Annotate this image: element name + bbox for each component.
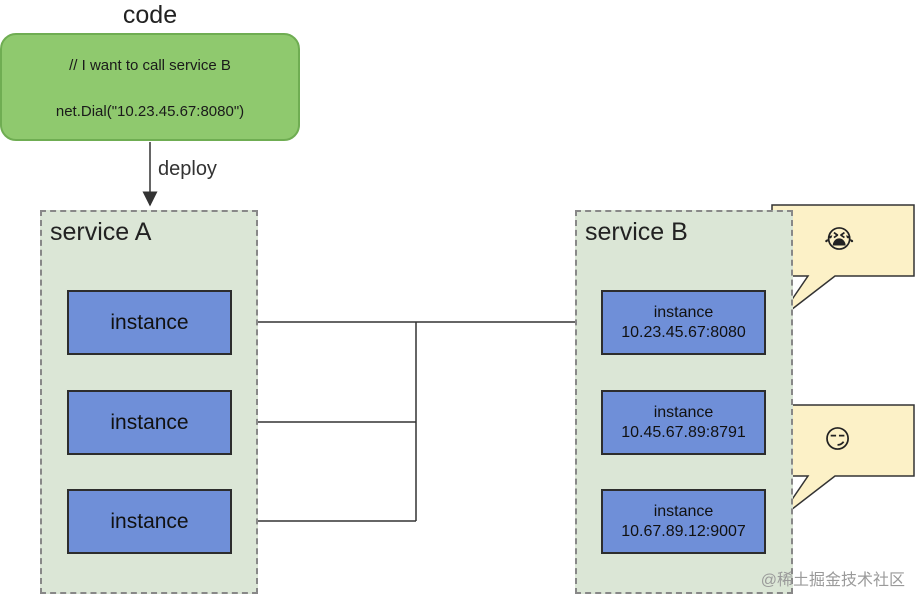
instance-address: 10.45.67.89:8791: [621, 423, 746, 441]
instance-address: 10.67.89.12:9007: [621, 522, 746, 540]
code-box: [0, 33, 300, 141]
instance-label: instance: [653, 303, 714, 321]
service-b-instance: instance 10.67.89.12:9007: [601, 489, 766, 554]
service-b-instance: instance 10.23.45.67:8080: [601, 290, 766, 355]
service-b-instance: instance 10.45.67.89:8791: [601, 390, 766, 455]
speech-bubble: [771, 204, 915, 321]
service-a-instance: instance: [67, 390, 232, 455]
speech-bubble: [771, 404, 915, 521]
code-line-comment: // I want to call service B: [69, 57, 231, 74]
smirking-face-icon: 😏: [824, 424, 852, 454]
crying-face-icon: 😭: [824, 224, 855, 254]
instance-address: 10.23.45.67:8080: [621, 323, 746, 341]
service-a-title: service A: [50, 218, 152, 246]
service-b-title: service B: [585, 218, 688, 246]
code-title: code: [122, 1, 178, 29]
deploy-label: deploy: [158, 158, 217, 180]
watermark: @稀土掘金技术社区: [760, 572, 905, 589]
service-a-instance: instance: [67, 290, 232, 355]
code-line-dial: net.Dial("10.23.45.67:8080"): [55, 103, 245, 120]
service-a-instance: instance: [67, 489, 232, 554]
instance-label: instance: [653, 403, 714, 421]
instance-label: instance: [653, 502, 714, 520]
